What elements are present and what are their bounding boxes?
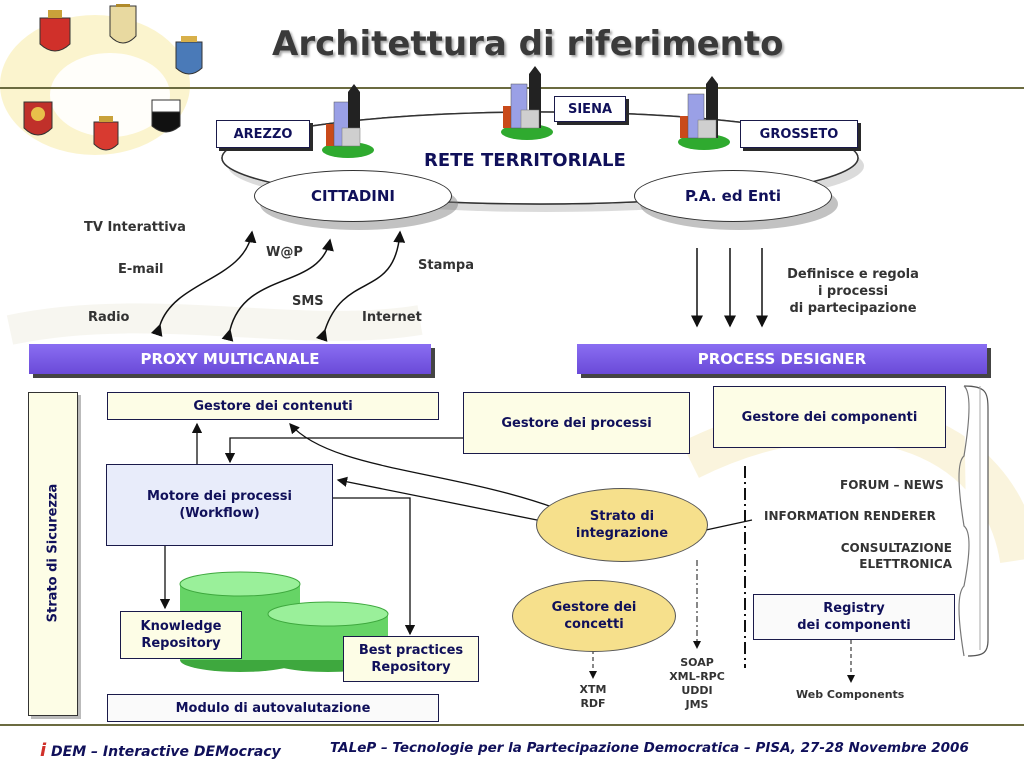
channel-email: E-mail (118, 262, 164, 277)
channel-radio: Radio (88, 310, 130, 325)
dem-logo-icon: i (40, 740, 47, 761)
building-icon (678, 76, 730, 150)
footer-left: i DEM – Interactive DEMocracy (40, 740, 281, 761)
channel-wap: W@P (266, 245, 303, 260)
best-practices-label: Repository (371, 660, 451, 675)
gestore-contenuti-box: Gestore dei contenuti (107, 392, 439, 420)
motore-label: (Workflow) (179, 506, 260, 521)
component-consultazione: CONSULTAZIONE ELETTRONICA (800, 540, 952, 572)
pa-note: Definisce e regola i processi di parteci… (768, 266, 938, 317)
proxy-multicanale-bar: PROXY MULTICANALE (29, 344, 431, 374)
protocol-item: UDDI (681, 684, 713, 697)
component-forum: FORUM – NEWS (840, 478, 944, 492)
pa-node: P.A. ed Enti (634, 170, 832, 222)
motore-label: Motore dei processi (147, 489, 292, 504)
channel-internet: Internet (362, 310, 422, 325)
channel-sms: SMS (292, 294, 324, 309)
registry-label: Registry (823, 601, 885, 616)
consultazione-line: CONSULTAZIONE (840, 541, 952, 555)
gestore-componenti-box: Gestore dei componenti (713, 386, 946, 448)
city-label-grosseto: GROSSETO (740, 120, 858, 148)
pa-label: P.A. ed Enti (684, 187, 782, 205)
pa-note-line: Definisce e regola (787, 267, 919, 282)
gestore-processi-box: Gestore dei processi (463, 392, 690, 454)
gestore-concetti-node: Gestore dei concetti (512, 580, 676, 652)
protocol-item: XML-RPC (669, 670, 725, 683)
cittadini-node: CITTADINI (254, 170, 452, 222)
building-icon (501, 66, 553, 140)
security-layer: Strato di Sicurezza (28, 392, 78, 716)
modulo-autovalutazione-box: Modulo di autovalutazione (107, 694, 439, 722)
network-label: RETE TERRITORIALE (424, 150, 626, 171)
cittadini-label: CITTADINI (310, 187, 395, 205)
concetti-label: concetti (564, 617, 624, 632)
web-components-label: Web Components (796, 688, 905, 701)
protocol-item: JMS (685, 698, 709, 711)
footer-right: TALeP – Tecnologie per la Partecipazione… (330, 740, 969, 756)
channel-stampa: Stampa (418, 258, 474, 273)
protocol-item: SOAP (680, 656, 714, 669)
format-item: XTM (579, 683, 607, 696)
best-practices-label: Best practices (358, 643, 464, 658)
page-title: Architettura di riferimento (272, 24, 784, 64)
security-layer-label: Strato di Sicurezza (45, 483, 61, 623)
format-list: XTM RDF (566, 683, 620, 711)
coats-of-arms-logo (18, 0, 218, 154)
footer-divider (0, 724, 1024, 726)
consultazione-line: ELETTRONICA (859, 557, 952, 571)
city-label-siena: SIENA (554, 96, 626, 122)
component-renderer: INFORMATION RENDERER (764, 509, 936, 523)
footer-left-text: DEM – Interactive DEMocracy (51, 744, 281, 760)
best-practices-repository-box: Best practices Repository (343, 636, 479, 682)
building-icon (322, 84, 374, 158)
protocol-list: SOAP XML-RPC UDDI JMS (660, 656, 734, 712)
knowledge-repository-box: Knowledge Repository (120, 611, 242, 659)
pa-note-line: di partecipazione (789, 301, 917, 316)
process-designer-bar: PROCESS DESIGNER (577, 344, 987, 374)
concetti-label: Gestore dei (551, 600, 637, 615)
registry-componenti-box: Registry dei componenti (753, 594, 955, 640)
channel-tv: TV Interattiva (84, 220, 186, 235)
registry-label: dei componenti (797, 618, 911, 633)
knowledge-label: Knowledge (140, 619, 222, 634)
city-label-arezzo: AREZZO (216, 120, 310, 148)
pa-note-line: i processi (817, 284, 889, 299)
knowledge-label: Repository (141, 636, 221, 651)
integrazione-label: Strato di (589, 509, 655, 524)
strato-integrazione-node: Strato di integrazione (536, 488, 708, 562)
motore-processi-box: Motore dei processi (Workflow) (106, 464, 333, 546)
format-item: RDF (580, 697, 606, 710)
integrazione-label: integrazione (575, 526, 669, 541)
